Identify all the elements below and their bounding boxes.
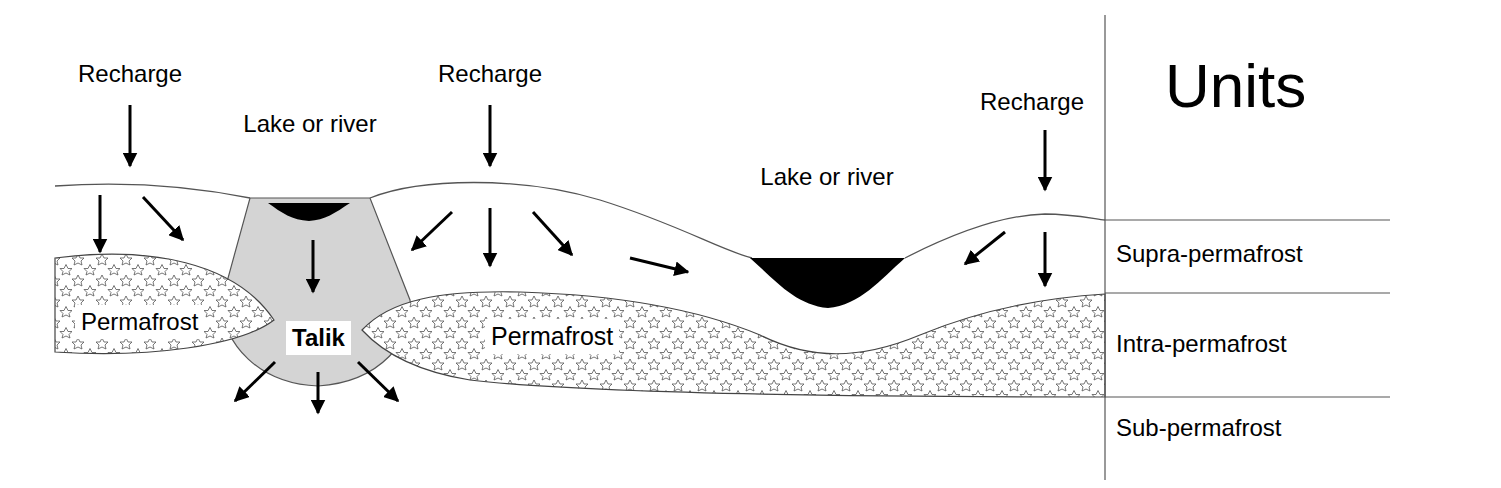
unit-divider (1104, 15, 1105, 480)
unit-divider (1105, 396, 1390, 397)
recharge-label: Recharge (980, 88, 1084, 116)
permafrost-label-box: Permafrost (75, 305, 204, 339)
unit-name: Supra-permafrost (1116, 240, 1303, 268)
recharge-label: Recharge (438, 60, 542, 88)
permafrost-label-box: Permafrost (485, 319, 619, 354)
water-body-label: Lake or river (752, 163, 902, 191)
talik-zone (222, 198, 410, 386)
units-heading: Units (1165, 50, 1306, 121)
ground-surface (55, 183, 1105, 259)
unit-name: Intra-permafrost (1116, 330, 1287, 358)
permafrost-lens (362, 292, 1105, 397)
node-text: Talik (292, 324, 345, 352)
water-body-label: Lake or river (235, 110, 385, 138)
node-text: Permafrost (491, 322, 613, 351)
lake-symbol (268, 203, 350, 221)
flow-arrows (100, 105, 1045, 413)
unit-name: Sub-permafrost (1116, 414, 1281, 442)
permafrost-lens (55, 254, 274, 353)
unit-divider (1105, 219, 1390, 220)
node-text: Permafrost (81, 308, 198, 336)
recharge-label: Recharge (78, 60, 182, 88)
lake-symbol (750, 258, 905, 308)
unit-divider (1105, 292, 1390, 293)
talik-label-box: Talik (286, 321, 351, 355)
